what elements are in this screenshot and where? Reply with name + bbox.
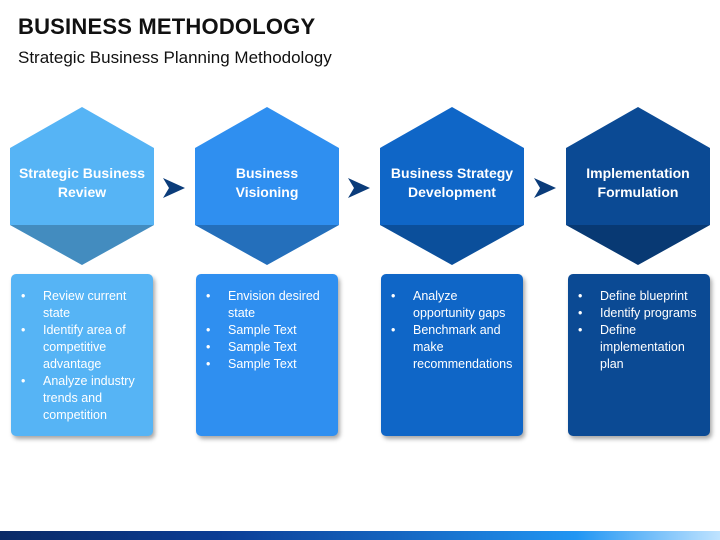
chevron-right-icon xyxy=(534,178,556,198)
hexagon-shape xyxy=(195,107,339,265)
hexagon-label: Implementation Formulation xyxy=(586,165,690,200)
hexagon-label: Business Visioning xyxy=(235,165,299,200)
bullet-list: Analyze opportunity gaps Benchmark and m… xyxy=(389,288,515,373)
step-card-1: Review current state Identify area of co… xyxy=(11,274,153,436)
list-item: Analyze opportunity gaps xyxy=(389,288,515,322)
list-item: Analyze industry trends and competition xyxy=(19,373,145,424)
list-item: Review current state xyxy=(19,288,145,322)
list-item: Sample Text xyxy=(204,322,330,339)
hexagon-shape xyxy=(566,107,710,265)
page-subtitle: Strategic Business Planning Methodology xyxy=(18,48,332,67)
hexagon-shape xyxy=(380,107,524,265)
bullet-list: Review current state Identify area of co… xyxy=(19,288,145,424)
hexagon-step-1: Strategic Business Review xyxy=(10,107,154,265)
footer-gradient-bar xyxy=(0,531,720,540)
bullet-list: Envision desired state Sample Text Sampl… xyxy=(204,288,330,373)
list-item: Identify programs xyxy=(576,305,702,322)
page-title: BUSINESS METHODOLOGY xyxy=(18,14,316,39)
list-item: Identify area of competitive advantage xyxy=(19,322,145,373)
list-item: Benchmark and make recommendations xyxy=(389,322,515,373)
step-card-3: Analyze opportunity gaps Benchmark and m… xyxy=(381,274,523,436)
step-card-4: Define blueprint Identify programs Defin… xyxy=(568,274,710,436)
chevron-right-icon xyxy=(348,178,370,198)
hexagon-step-2: Business Visioning xyxy=(195,107,339,265)
list-item: Define blueprint xyxy=(576,288,702,305)
list-item: Envision desired state xyxy=(204,288,330,322)
hexagon-shape xyxy=(10,107,154,265)
bullet-list: Define blueprint Identify programs Defin… xyxy=(576,288,702,373)
hexagon-label: Business Strategy Development xyxy=(390,165,514,200)
hexagon-step-4: Implementation Formulation xyxy=(566,107,710,265)
chevron-right-icon xyxy=(163,178,185,198)
hexagon-label: Strategic Business Review xyxy=(18,165,146,200)
list-item: Define implementation plan xyxy=(576,322,702,373)
hexagon-step-3: Business Strategy Development xyxy=(380,107,524,265)
list-item: Sample Text xyxy=(204,339,330,356)
list-item: Sample Text xyxy=(204,356,330,373)
step-card-2: Envision desired state Sample Text Sampl… xyxy=(196,274,338,436)
